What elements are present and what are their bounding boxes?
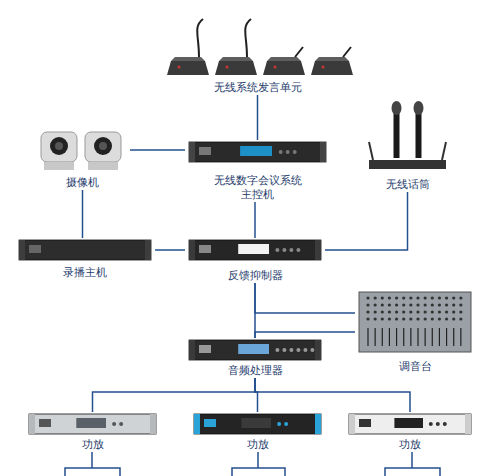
device-illustration bbox=[355, 290, 475, 358]
signal-connector bbox=[255, 378, 410, 412]
device-label-box: 功放 bbox=[345, 438, 475, 452]
device-label-box: 音频处理器 bbox=[185, 364, 325, 378]
signal-connector bbox=[130, 149, 185, 151]
signal-connector bbox=[325, 192, 408, 250]
device-illustration bbox=[189, 142, 326, 162]
device-illustration bbox=[349, 414, 471, 434]
device-label-box: 录播主机 bbox=[15, 266, 155, 280]
signal-connector bbox=[254, 202, 256, 238]
device-label-box: 调音台 bbox=[355, 360, 475, 374]
device-label: 功放 bbox=[247, 438, 269, 452]
device-label: 无线数字会议系统 主控机 bbox=[212, 174, 304, 202]
device-illustration bbox=[167, 19, 353, 75]
speaker-wire bbox=[385, 452, 440, 476]
device-label-box: 无线数字会议系统 主控机 bbox=[185, 174, 330, 202]
device-label: 音频处理器 bbox=[228, 364, 283, 378]
signal-connector bbox=[255, 283, 355, 313]
signal-connector bbox=[255, 332, 355, 338]
device-node: 无线数字会议系统 主控机 bbox=[185, 140, 330, 202]
device-illustration bbox=[41, 132, 121, 170]
device-illustration bbox=[35, 128, 130, 174]
device-illustration bbox=[369, 101, 446, 169]
device-label-box: 反馈抑制器 bbox=[185, 269, 325, 283]
device-node: 调音台 bbox=[355, 290, 475, 374]
device-label-box: 功放 bbox=[190, 438, 325, 452]
device-node: 摄像机 bbox=[35, 128, 130, 190]
speaker-wire bbox=[65, 452, 440, 476]
signal-connector bbox=[93, 378, 256, 412]
device-label: 录播主机 bbox=[63, 266, 107, 280]
device-illustration bbox=[185, 238, 325, 267]
device-illustration bbox=[185, 140, 330, 172]
device-illustration bbox=[189, 340, 321, 360]
device-illustration bbox=[19, 240, 151, 260]
device-node: 无线系统发言单元 bbox=[155, 15, 360, 95]
device-label-box: 无线系统发言单元 bbox=[155, 81, 360, 95]
device-label: 调音台 bbox=[399, 360, 432, 374]
signal-connector bbox=[155, 249, 185, 251]
device-label: 功放 bbox=[399, 438, 421, 452]
device-illustration bbox=[29, 414, 156, 434]
device-label: 功放 bbox=[82, 438, 104, 452]
signal-connector bbox=[82, 190, 84, 238]
device-label-box: 无线话筒 bbox=[365, 178, 450, 192]
device-illustration bbox=[194, 414, 321, 434]
speaker-wire bbox=[65, 452, 120, 476]
device-illustration bbox=[359, 292, 471, 352]
device-node: 功放 bbox=[190, 412, 325, 452]
signal-connector bbox=[257, 95, 259, 140]
device-illustration bbox=[15, 238, 155, 264]
device-label: 无线话筒 bbox=[386, 178, 430, 192]
device-illustration bbox=[185, 338, 325, 362]
device-node: 功放 bbox=[25, 412, 160, 452]
device-node: 反馈抑制器 bbox=[185, 238, 325, 283]
device-illustration bbox=[25, 412, 160, 436]
device-label-box: 功放 bbox=[25, 438, 160, 452]
device-node: 功放 bbox=[345, 412, 475, 452]
device-label: 反馈抑制器 bbox=[228, 269, 283, 283]
device-illustration bbox=[155, 15, 360, 79]
device-illustration bbox=[345, 412, 475, 436]
device-label: 无线系统发言单元 bbox=[214, 81, 302, 95]
device-illustration bbox=[189, 240, 321, 260]
device-label-box: 摄像机 bbox=[35, 176, 130, 190]
device-node: 无线话筒 bbox=[365, 100, 450, 192]
device-illustration bbox=[190, 412, 325, 436]
speaker-wire bbox=[232, 452, 285, 476]
device-node: 录播主机 bbox=[15, 238, 155, 280]
device-illustration bbox=[365, 100, 450, 176]
device-label: 摄像机 bbox=[66, 176, 99, 190]
device-node: 音频处理器 bbox=[185, 338, 325, 378]
